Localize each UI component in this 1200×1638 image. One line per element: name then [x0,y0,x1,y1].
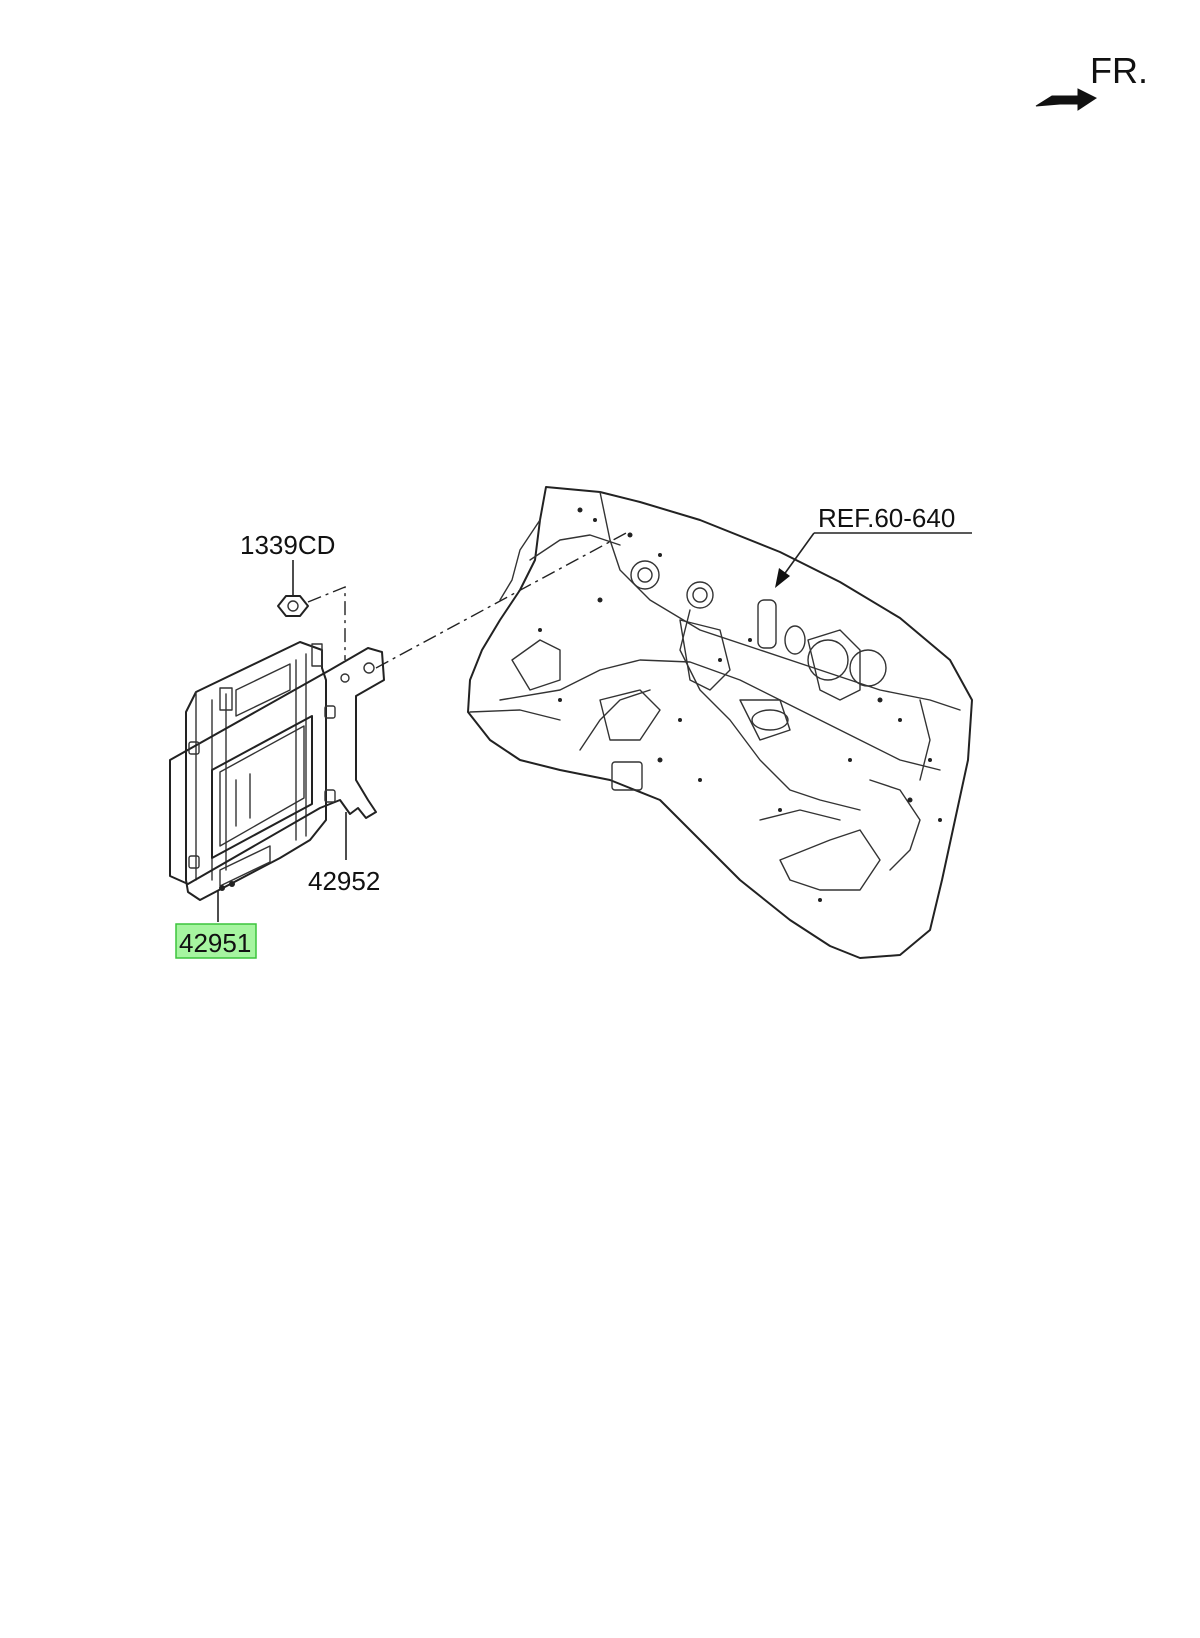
panel-fastener-dots [538,507,942,902]
dash-panel-reference[interactable]: REF.60-640 [818,503,955,533]
mounting-alignment-line [375,531,629,669]
bracket-mount-points [188,705,336,869]
nut-part [277,585,346,660]
dash-panel-drawing [467,486,973,959]
nut-part-number[interactable]: 1339CD [240,530,335,560]
dash-panel-leader [775,532,972,588]
highlight-box [175,923,257,959]
front-direction-indicator: FR. [1035,50,1148,111]
control-unit-part-number[interactable]: 42951 [179,928,251,958]
bracket-part-number[interactable]: 42952 [308,866,380,896]
reference-arrow-icon [775,568,790,588]
control-unit-callout[interactable]: 42951 [175,923,257,959]
front-label: FR. [1090,50,1148,91]
bracket-part [169,647,385,885]
front-arrow-icon [1035,88,1097,111]
control-unit-part [185,641,327,901]
